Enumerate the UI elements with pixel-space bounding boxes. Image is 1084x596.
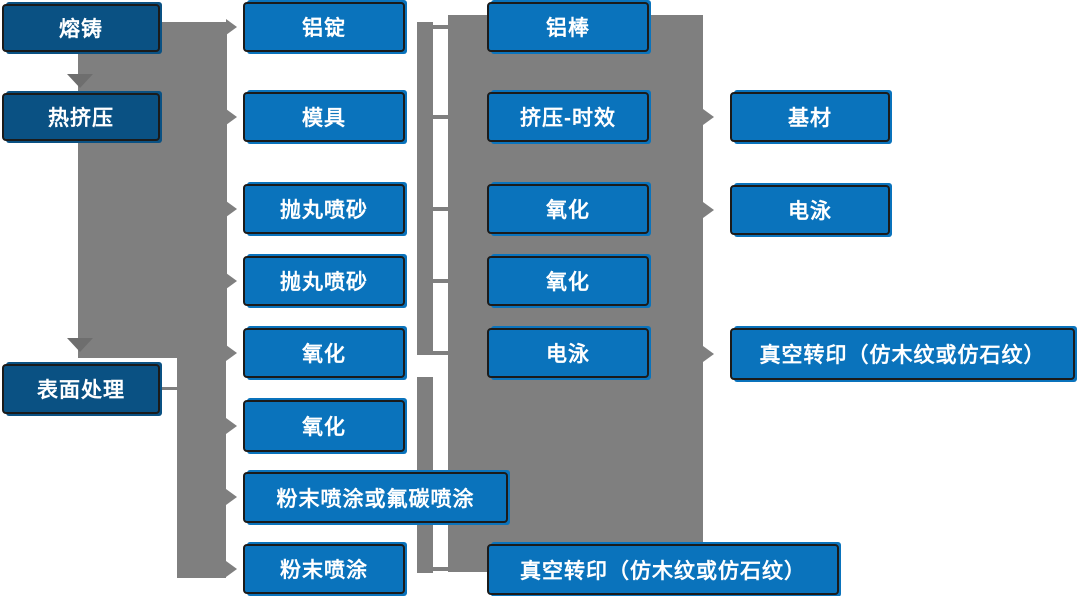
node-shot-blasting-1: 抛丸喷砂 [243, 184, 405, 234]
node-oxidation-2: 氧化 [487, 256, 649, 306]
node-powder-coating: 粉末喷涂 [243, 544, 405, 594]
node-vacuum-transfer-right: 真空转印（仿木纹或仿石纹） [730, 328, 1075, 380]
node-aluminum-ingot: 铝锭 [243, 2, 405, 52]
node-anodizing-1: 氧化 [243, 328, 405, 378]
connector-line [433, 115, 448, 119]
connector-line [433, 279, 448, 283]
arrow-right-to-vacuum-transfer-icon [703, 346, 714, 362]
node-label: 粉末喷涂或氟碳喷涂 [276, 487, 475, 511]
node-powder-or-fluorocarbon-coating: 粉末喷涂或氟碳喷涂 [243, 472, 508, 523]
node-label: 表面处理 [37, 379, 125, 402]
connector-line [433, 25, 448, 29]
arrow-right-to-shot-blasting-1-icon [226, 201, 237, 217]
connector-line [433, 207, 448, 211]
arrow-right-to-aluminum-ingot-icon [226, 19, 237, 35]
arrow-right-to-electrophoresis-icon [703, 202, 714, 218]
node-base-material: 基材 [730, 92, 890, 142]
node-label: 氧化 [302, 416, 346, 439]
node-vacuum-transfer-bottom: 真空转印（仿木纹或仿石纹） [487, 544, 839, 595]
connector-bar-middle-upper [417, 22, 433, 355]
node-mold: 模具 [243, 92, 405, 142]
arrow-down-to-surface-treatment-icon [67, 338, 93, 352]
node-label: 铝棒 [546, 17, 590, 40]
node-label: 电泳 [546, 343, 590, 366]
node-label: 氧化 [302, 343, 346, 366]
node-electrophoresis-right: 电泳 [730, 185, 890, 235]
arrow-right-to-powder-fluorocarbon-icon [226, 489, 237, 505]
node-aluminum-rod: 铝棒 [487, 2, 649, 52]
node-melting-casting: 熔铸 [2, 4, 160, 52]
node-label: 热挤压 [48, 107, 114, 130]
node-electrophoresis-mid: 电泳 [487, 328, 649, 378]
arrow-right-to-anodizing-2-icon [226, 418, 237, 434]
arrow-right-to-shot-blasting-2-icon [226, 273, 237, 289]
node-label: 铝锭 [302, 17, 346, 40]
arrow-right-to-base-material-icon [703, 109, 714, 125]
connector-line [433, 351, 448, 355]
node-label: 基材 [788, 107, 832, 130]
node-surface-treatment: 表面处理 [2, 364, 160, 414]
arrow-right-to-mold-icon [226, 109, 237, 125]
node-extrusion-aging: 挤压-时效 [487, 92, 649, 142]
node-label: 真空转印（仿木纹或仿石纹） [759, 344, 1046, 367]
arrow-right-to-anodizing-1-icon [226, 345, 237, 361]
node-shot-blasting-2: 抛丸喷砂 [243, 256, 405, 306]
node-label: 抛丸喷砂 [280, 199, 368, 222]
node-label: 抛丸喷砂 [280, 271, 368, 294]
connector-line [433, 567, 448, 571]
node-label: 真空转印（仿木纹或仿石纹） [520, 559, 806, 583]
arrow-right-to-powder-coating-icon [226, 561, 237, 577]
connector-line-surface-treatment [161, 387, 178, 390]
node-label: 模具 [302, 107, 346, 130]
node-anodizing-2: 氧化 [243, 400, 405, 452]
node-hot-extrusion: 热挤压 [2, 93, 160, 141]
node-label: 氧化 [546, 271, 590, 294]
connector-band-left-narrow [177, 355, 226, 578]
connector-band-left-wide [78, 22, 227, 358]
arrow-down-to-hot-extrusion-icon [67, 74, 93, 88]
node-label: 电泳 [788, 200, 832, 223]
node-label: 粉末喷涂 [280, 559, 368, 582]
node-label: 挤压-时效 [520, 107, 616, 130]
node-label: 氧化 [546, 199, 590, 222]
node-oxidation-1: 氧化 [487, 184, 649, 234]
node-label: 熔铸 [59, 18, 103, 41]
